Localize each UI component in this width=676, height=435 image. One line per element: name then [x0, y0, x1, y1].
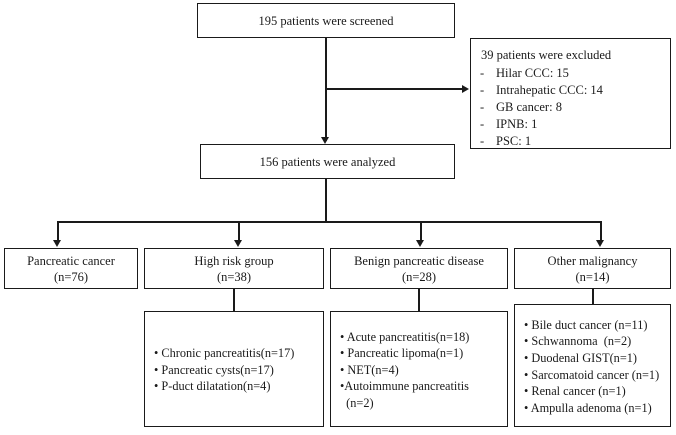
detail-item: •Autoimmune pancreatitis (n=2) [340, 379, 469, 410]
group-title: Benign pancreatic disease [354, 253, 484, 268]
detail-item: • Pancreatic cysts(n=17) [154, 362, 274, 377]
connector-analyzed-stem [325, 179, 327, 222]
group-count: (n=38) [216, 269, 252, 284]
connector-drop-group-1 [57, 221, 59, 242]
connector-to-excluded [325, 88, 464, 90]
detail-item: • Schwannoma (n=2) [524, 334, 632, 349]
connector-group3-to-details [418, 289, 420, 311]
detail-item: • Bile duct cancer (n=11) [524, 317, 648, 332]
excluded-item-label: Intrahepatic CCC: 14 [496, 83, 603, 97]
detail-item: • Sarcomatoid cancer (n=1) [524, 367, 660, 382]
excluded-item-label: IPNB: 1 [496, 117, 538, 131]
arrowhead-group-2 [234, 240, 243, 247]
excluded-item-label: GB cancer: 8 [496, 100, 562, 114]
details-benign: • Acute pancreatitis(n=18) • Pancreatic … [330, 311, 508, 427]
details-high-risk: • Chronic pancreatitis(n=17) • Pancreati… [144, 311, 324, 427]
list-dash: - [480, 83, 485, 97]
group-title: Other malignancy [547, 253, 638, 268]
list-dash: - [480, 134, 485, 148]
details-other-malignancy: • Bile duct cancer (n=11) • Schwannoma (… [514, 304, 671, 427]
detail-item: • NET(n=4) [340, 362, 399, 377]
node-screened: 195 patients were screened [197, 3, 455, 38]
detail-item: • Acute pancreatitis(n=18) [340, 329, 470, 344]
excluded-item: - PSC: 1 [480, 133, 661, 150]
connector-distribution-bar [57, 221, 602, 223]
list-dash: - [480, 66, 485, 80]
excluded-item-label: PSC: 1 [496, 134, 532, 148]
detail-item: • Pancreatic lipoma(n=1) [340, 346, 464, 361]
group-count: (n=14) [575, 269, 610, 284]
arrowhead-excluded [462, 84, 469, 93]
node-analyzed-label: 156 patients were analyzed [259, 154, 396, 169]
connector-drop-group-2 [238, 221, 240, 242]
node-analyzed: 156 patients were analyzed [200, 144, 455, 179]
arrowhead-group-4 [596, 240, 605, 247]
list-dash: - [480, 117, 485, 131]
excluded-item: - GB cancer: 8 [480, 99, 661, 116]
node-group-pancreatic-cancer: Pancreatic cancer (n=76) [4, 248, 138, 289]
group-count: (n=76) [53, 269, 89, 284]
arrowhead-group-1 [53, 240, 62, 247]
node-group-high-risk: High risk group (n=38) [144, 248, 324, 289]
arrowhead-group-3 [416, 240, 425, 247]
excluded-item: - Hilar CCC: 15 [480, 65, 661, 82]
connector-drop-group-3 [420, 221, 422, 242]
group-count: (n=28) [401, 269, 437, 284]
node-excluded: 39 patients were excluded - Hilar CCC: 1… [470, 38, 671, 149]
connector-group4-to-details [592, 289, 594, 304]
node-screened-label: 195 patients were screened [258, 13, 394, 28]
excluded-item: - IPNB: 1 [480, 116, 661, 133]
excluded-item: - Intrahepatic CCC: 14 [480, 82, 661, 99]
list-dash: - [480, 100, 485, 114]
detail-item: • Duodenal GIST(n=1) [524, 350, 638, 365]
excluded-item-label: Hilar CCC: 15 [496, 66, 569, 80]
connector-drop-group-4 [600, 221, 602, 242]
node-group-benign: Benign pancreatic disease (n=28) [330, 248, 508, 289]
group-title: High risk group [194, 253, 274, 268]
detail-item: • Renal cancer (n=1) [524, 384, 626, 399]
connector-group2-to-details [233, 289, 235, 311]
detail-item: • Ampulla adenoma (n=1) [524, 400, 652, 415]
node-excluded-heading: 39 patients were excluded [481, 48, 612, 62]
node-group-other-malignancy: Other malignancy (n=14) [514, 248, 671, 289]
detail-item: • P-duct dilatation(n=4) [154, 379, 271, 394]
detail-item: • Chronic pancreatitis(n=17) [154, 346, 295, 361]
group-title: Pancreatic cancer [27, 253, 115, 268]
arrowhead-analyzed [321, 137, 329, 144]
